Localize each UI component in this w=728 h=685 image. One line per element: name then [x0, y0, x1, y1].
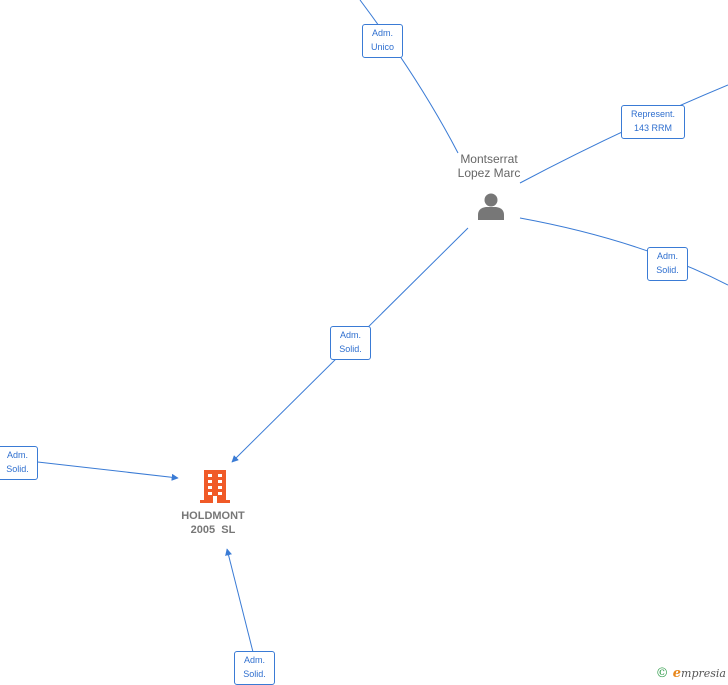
company-name-line1: HOLDMONT	[181, 510, 245, 522]
edge-line-right	[519, 217, 728, 286]
edge-label-right-top-line2: 143 RRM	[633, 123, 672, 133]
copyright-symbol: ©	[655, 666, 669, 681]
edge-label-top[interactable]: Adm. Unico	[362, 24, 403, 58]
edge-label-top-line1: Adm.	[371, 28, 393, 38]
edge-label-right-line2: Solid.	[656, 265, 679, 275]
edge-label-left[interactable]: Adm. Solid.	[0, 446, 38, 480]
person-name-line1: Montserrat	[460, 152, 518, 166]
edge-label-bottom[interactable]: Adm. Solid.	[234, 651, 275, 685]
edge-label-top-line2: Unico	[370, 42, 394, 52]
edge-label-right-top[interactable]: Represent. 143 RRM	[621, 105, 685, 139]
brand-initial: e	[672, 666, 682, 681]
edge-line-left	[19, 459, 179, 481]
edge-label-right[interactable]: Adm. Solid.	[647, 247, 688, 281]
person-name-line2: Lopez Marc	[457, 166, 521, 180]
edge-label-center-line2: Solid.	[339, 344, 362, 354]
edge-label-bottom-line1: Adm.	[243, 655, 265, 665]
edge-label-left-line1: Adm.	[6, 450, 28, 460]
edge-label-center-line1: Adm.	[339, 330, 361, 340]
person-icon[interactable]	[476, 192, 506, 220]
edge-label-center[interactable]: Adm. Solid.	[330, 326, 371, 360]
company-name-line2: 2005 SL	[190, 524, 236, 536]
edge-line-bottom	[225, 548, 256, 661]
empresia-logo[interactable]: © empresia	[656, 666, 726, 681]
building-icon[interactable]	[200, 469, 230, 504]
edge-label-bottom-line2: Solid.	[243, 669, 266, 679]
edge-label-right-line1: Adm.	[656, 251, 678, 261]
brand-name: mpresia	[681, 667, 726, 680]
edge-label-right-top-line1: Represent.	[630, 109, 676, 119]
company-name[interactable]: HOLDMONT 2005 SL	[163, 509, 263, 537]
edge-line-top	[359, 0, 459, 154]
edge-label-left-line2: Solid.	[6, 464, 29, 474]
person-name[interactable]: Montserrat Lopez Marc	[440, 152, 538, 180]
